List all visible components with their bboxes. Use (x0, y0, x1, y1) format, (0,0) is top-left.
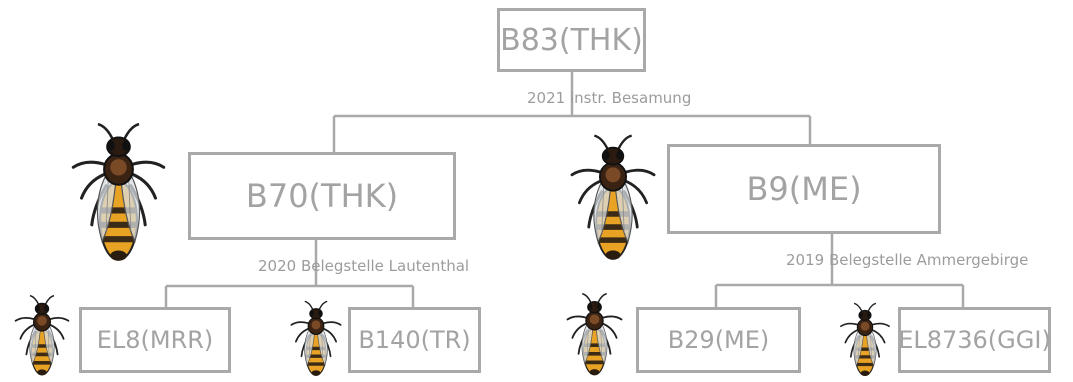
left-child-node: B70(THK) (188, 152, 456, 240)
right-mating-type: Belegstelle Ammergebirge (828, 251, 1029, 269)
left-child-label: B70(THK) (245, 177, 399, 215)
grandchild-label: EL8(MRR) (96, 326, 214, 354)
worker-bee-icon (6, 292, 78, 382)
left-mating-info: 2020 Belegstelle Lautenthal (258, 257, 469, 275)
root-mating-year: 2021 (527, 89, 566, 107)
grandchild-label: B140(TR) (358, 326, 471, 354)
grandchild-node: EL8(MRR) (79, 307, 231, 373)
worker-bee-icon (283, 298, 349, 382)
right-child-label: B9(ME) (746, 170, 862, 208)
grandchild-label: EL8736(GGI) (898, 326, 1051, 354)
right-child-node: B9(ME) (667, 144, 941, 234)
worker-bee-icon (557, 290, 632, 382)
root-mating-type: instr. Besamung (569, 89, 692, 107)
root-mating-info: 2021 instr. Besamung (527, 89, 691, 107)
right-mating-info: 2019 Belegstelle Ammergebirge (786, 251, 1028, 269)
left-mating-year: 2020 (258, 257, 297, 275)
left-mating-type: Belegstelle Lautenthal (300, 257, 470, 275)
right-mating-year: 2019 (786, 251, 825, 269)
worker-bee-icon (558, 130, 668, 270)
root-node-label: B83(THK) (500, 22, 643, 58)
queen-bee-icon (56, 118, 181, 272)
worker-bee-icon (833, 300, 897, 382)
grandchild-node: B29(ME) (636, 307, 801, 373)
grandchild-node: EL8736(GGI) (898, 307, 1051, 373)
root-node: B83(THK) (497, 8, 646, 72)
grandchild-node: B140(TR) (348, 307, 481, 373)
grandchild-label: B29(ME) (667, 326, 770, 354)
